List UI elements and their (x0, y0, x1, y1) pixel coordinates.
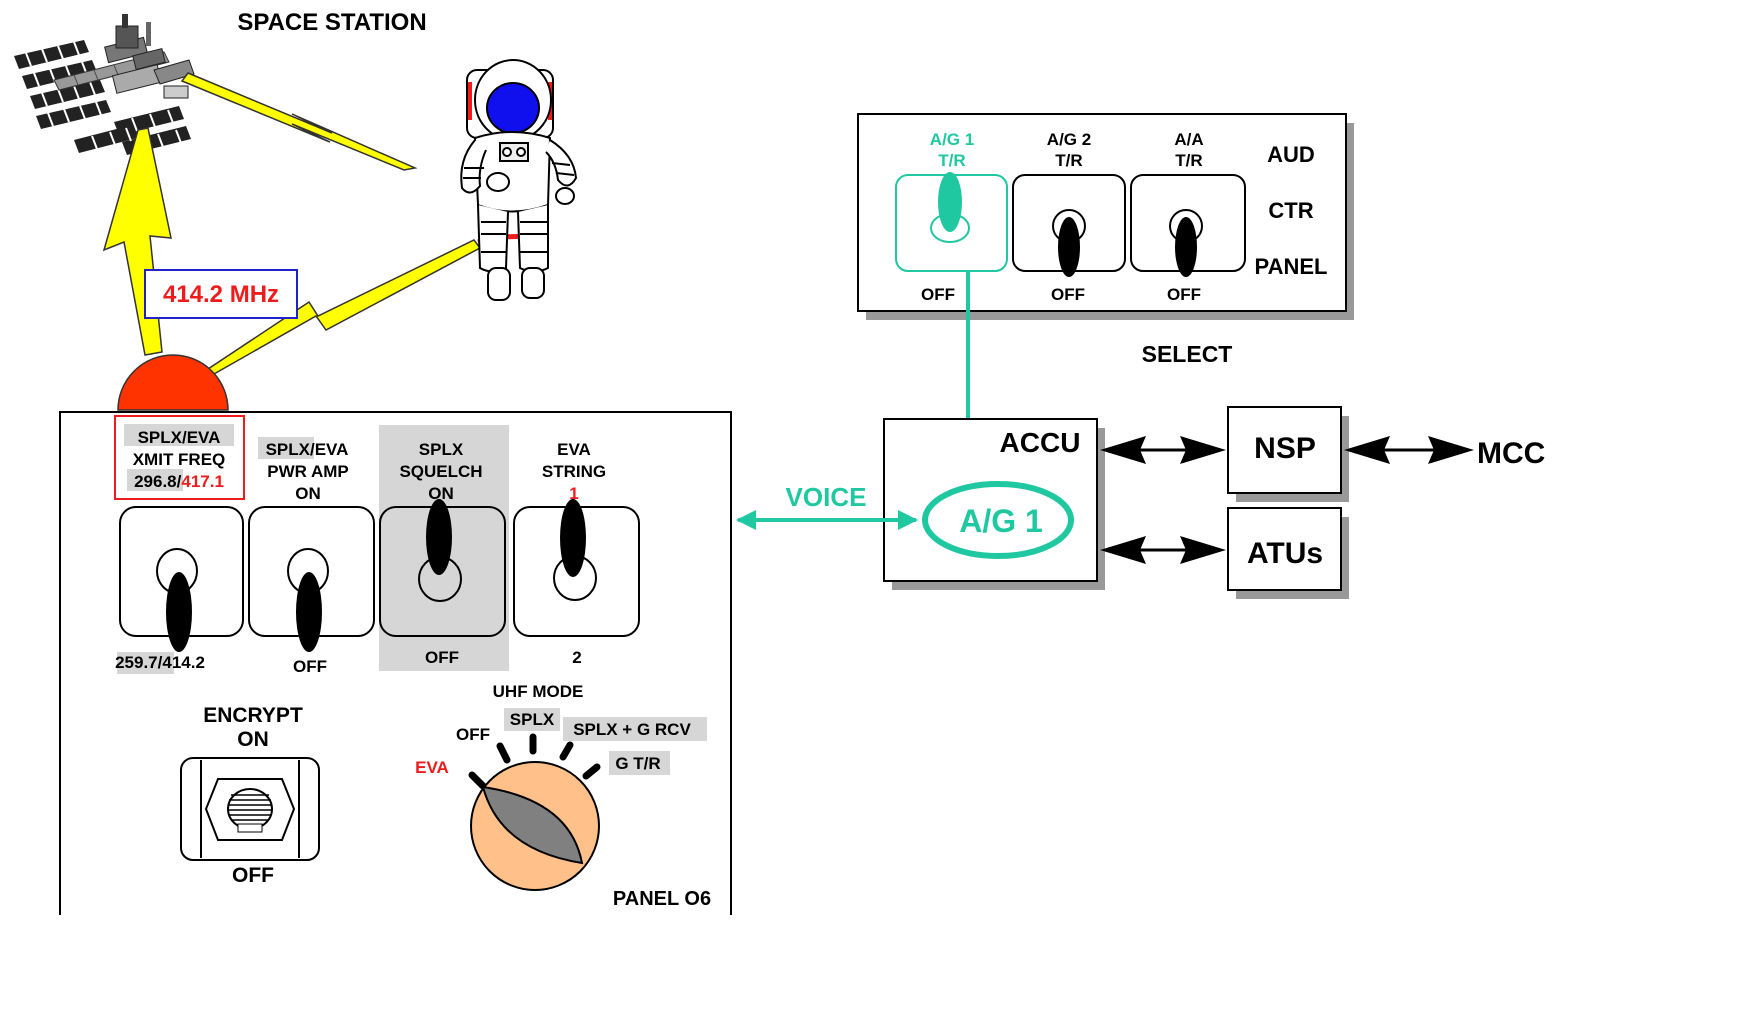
ag1-switch-off-label: OFF (921, 285, 955, 304)
select-label: SELECT (1142, 341, 1233, 367)
aa-switch[interactable]: A/A T/R OFF (1130, 130, 1246, 304)
pwr-amp-off-label: OFF (293, 657, 327, 676)
encrypt-label-2: ON (237, 728, 269, 751)
pwr-amp-label-2: PWR AMP (267, 462, 349, 481)
uhf-option-off: OFF (456, 725, 490, 744)
nsp-box: NSP (1227, 406, 1349, 502)
space-station-icon (14, 14, 195, 155)
ag2-switch-label-2: T/R (1055, 151, 1082, 170)
frequency-label: 414.2 MHz (163, 281, 279, 308)
aa-switch-label-2: T/R (1175, 151, 1202, 170)
uhf-mode-ticks (468, 733, 601, 790)
ag1-switch-toggle (938, 172, 962, 232)
aa-switch-label-1: A/A (1174, 130, 1203, 149)
uhf-option-eva: EVA (415, 758, 449, 777)
squelch-label-1: SPLX (419, 440, 464, 459)
encrypt-knob-grip (228, 794, 272, 821)
nsp-mcc-arrow (1344, 436, 1474, 464)
encrypt-switch[interactable]: ENCRYPT ON OFF (180, 704, 320, 887)
panel-o6-label: PANEL O6 (613, 888, 711, 910)
aa-switch-off-label: OFF (1167, 285, 1201, 304)
squelch-off-label: OFF (425, 648, 459, 667)
eva-string-label-1: EVA (557, 440, 591, 459)
pwr-amp-label-gray: SPLX (266, 440, 311, 459)
squelch-toggle (426, 499, 452, 575)
xmit-freq-label-1: SPLX/EVA (138, 428, 221, 447)
accu-ag1-label: A/G 1 (959, 503, 1043, 539)
eva-string-bottom-label: 2 (572, 648, 581, 667)
xmit-freq-toggle (166, 572, 192, 652)
atus-box: ATUs (1227, 507, 1349, 599)
xmit-freq-bottom: 259.7/414.2 (115, 653, 205, 672)
ag1-switch-label-1: A/G 1 (930, 130, 974, 149)
uhf-mode-title: UHF MODE (493, 682, 584, 701)
uhf-option-splx-g-rcv: SPLX + G RCV (573, 720, 691, 739)
panel-o6: PANEL O6 SPLX/EVA XMIT FREQ 296.8/417.1 … (59, 411, 732, 915)
aud-ctr-label-1: AUD (1267, 142, 1315, 167)
pwr-amp-switch[interactable]: SPLX/EVA PWR AMP ON OFF (248, 437, 375, 676)
xmit-freq-values: 296.8/417.1 (134, 472, 224, 491)
accu-atus-arrow (1100, 536, 1226, 564)
uhf-option-g-tr: G T/R (615, 754, 660, 773)
pwr-amp-label-1: SPLX/EVA (266, 440, 349, 459)
xmit-freq-value-red: 417.1 (181, 472, 224, 491)
aud-ctr-label-2: CTR (1268, 198, 1313, 223)
squelch-label-2: SQUELCH (399, 462, 482, 481)
ag2-switch-off-label: OFF (1051, 285, 1085, 304)
squelch-switch[interactable]: SPLX SQUELCH ON OFF (379, 425, 509, 671)
ag2-switch-toggle (1058, 217, 1080, 277)
accu-nsp-arrow (1100, 436, 1226, 464)
encrypt-label-1: ENCRYPT (203, 704, 303, 727)
atus-label: ATUs (1247, 537, 1323, 570)
page-title: SPACE STATION (237, 9, 426, 36)
ag1-switch[interactable]: A/G 1 T/R OFF (895, 130, 1008, 304)
ag2-switch[interactable]: A/G 2 T/R OFF (1012, 130, 1126, 304)
encrypt-off-label: OFF (232, 864, 274, 887)
aud-ctr-label-3: PANEL (1255, 254, 1328, 279)
astronaut-icon (460, 59, 578, 301)
xmit-freq-bottom-rest: 414.2 (162, 653, 205, 672)
aa-switch-toggle (1175, 217, 1197, 277)
xmit-freq-label-2: XMIT FREQ (133, 450, 226, 469)
xmit-freq-bottom-gray: 259.7/ (115, 653, 163, 672)
uhf-mode-pointer (481, 785, 584, 865)
audio-control-panel: AUD CTR PANEL A/G 1 T/R OFF A/G 2 T/R OF… (857, 113, 1354, 320)
accu-box: ACCU A/G 1 (883, 418, 1105, 590)
mcc-label: MCC (1477, 437, 1545, 470)
xmit-freq-value-gray: 296.8/ (134, 472, 182, 491)
xmit-freq-switch[interactable]: SPLX/EVA XMIT FREQ 296.8/417.1 259.7/414… (114, 415, 245, 674)
accu-ag1-oval (922, 481, 1074, 559)
pwr-amp-toggle (296, 572, 322, 652)
pwr-amp-label-3: ON (295, 484, 321, 503)
accu-label: ACCU (1000, 427, 1081, 458)
squelch-label-3: ON (428, 484, 454, 503)
nsp-label: NSP (1254, 432, 1316, 465)
frequency-box (144, 269, 298, 319)
eva-string-label-red: 1 (569, 484, 578, 503)
voice-label: VOICE (786, 482, 867, 512)
uhf-mode-selector[interactable]: UHF MODE EVA OFF SPLX SPLX + G RCV G T/R (415, 682, 707, 891)
eva-string-switch[interactable]: EVA STRING 1 2 (513, 440, 640, 667)
ag2-switch-label-1: A/G 2 (1047, 130, 1091, 149)
eva-string-label-2: STRING (542, 462, 606, 481)
uhf-option-splx: SPLX (510, 710, 555, 729)
ag1-switch-label-2: T/R (938, 151, 965, 170)
pwr-amp-label-rest: /EVA (310, 440, 348, 459)
eva-string-toggle (560, 499, 586, 577)
antenna-dome-icon (117, 354, 229, 411)
